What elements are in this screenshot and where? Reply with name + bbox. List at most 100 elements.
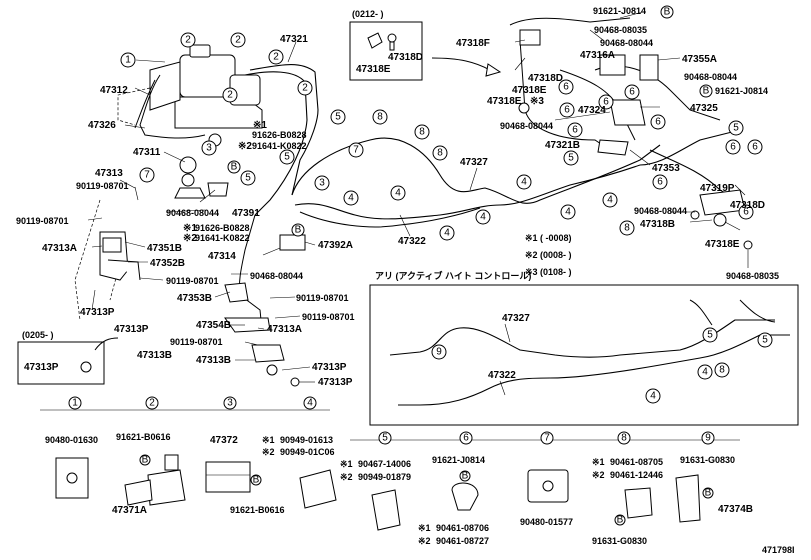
label-47318e: 47318E	[512, 85, 547, 96]
legend-6-part-c: 90461-08727	[436, 536, 489, 546]
lower-left-brackets	[99, 231, 306, 387]
pn-90468-08044-e: 90468-08044	[500, 121, 553, 131]
svg-text:6: 6	[743, 207, 749, 218]
svg-text:B: B	[253, 475, 260, 486]
note-row2-mark: ※2	[525, 250, 538, 260]
label-47318d: 47318D	[528, 73, 563, 84]
inset-date-0205: (0205- )	[22, 330, 54, 340]
svg-text:B: B	[142, 455, 149, 466]
legend-6-mark-2: ※2	[418, 536, 431, 546]
svg-text:6: 6	[603, 97, 609, 108]
pn-91621-j0814-a: 91621-J0814	[593, 6, 646, 16]
label-47352b: 47352B	[150, 258, 185, 269]
label-47353: 47353	[652, 163, 680, 174]
svg-text:8: 8	[437, 148, 443, 159]
label-47322: 47322	[398, 236, 426, 247]
label-47313b-b: 47313B	[196, 355, 231, 366]
svg-text:6: 6	[564, 105, 570, 116]
legend-9-part-a: 91631-G0830	[680, 455, 735, 465]
legend-6-part-a: 91621-J0814	[432, 455, 485, 465]
marker-1a: ※1	[253, 120, 267, 131]
legend-8-part-a: 90461-08705	[610, 457, 663, 467]
legend-6-part-b: 90461-08706	[436, 523, 489, 533]
svg-text:5: 5	[733, 123, 739, 134]
marker-2a: ※2	[238, 141, 252, 152]
label-47314: 47314	[208, 251, 236, 262]
label-47318f: 47318F	[456, 38, 490, 49]
label-47391: 47391	[232, 208, 260, 219]
label-47321b: 47321B	[545, 140, 580, 151]
svg-text:5: 5	[707, 330, 713, 341]
detail-label-47322: 47322	[488, 370, 516, 381]
main-labels: 47321 47312 47326 47311 ※1 91626-B0828 ※…	[16, 6, 779, 388]
top-inset-0212: (0212- ) 47318D 47318E	[349, 9, 502, 81]
legend-1-part-a: 90480-01630	[45, 435, 98, 445]
svg-text:5: 5	[284, 152, 290, 163]
legend-3-part-b: 91621-B0616	[230, 505, 285, 515]
leader-lines	[87, 11, 749, 383]
pn-90468-08035-b: 90468-08035	[726, 271, 779, 281]
svg-text:4: 4	[565, 207, 571, 218]
label-47318d-b: 47318D	[730, 200, 765, 211]
legend-item-7: 7 90480-01577	[520, 431, 573, 527]
pn-90468-08044-b: 90468-08044	[250, 271, 303, 281]
label-47313p-d: 47313P	[318, 377, 353, 388]
svg-text:8: 8	[621, 433, 627, 444]
legend-item-5: 5 ※1 90467-14006 ※2 90949-01879	[340, 431, 411, 531]
legend-8-mark-1: ※1	[592, 457, 605, 467]
svg-text:7: 7	[144, 170, 150, 181]
legend-5-part-b: 90949-01879	[358, 472, 411, 482]
legend-5-part-a: 90467-14006	[358, 459, 411, 469]
pn-91626-b0828-b: 91626-B0828	[195, 223, 250, 233]
inset-label-47313p: 47313P	[24, 362, 59, 373]
label-47313p-b: 47313P	[114, 324, 149, 335]
svg-text:8: 8	[624, 223, 630, 234]
svg-text:4: 4	[607, 195, 613, 206]
legend-5-mark-2: ※2	[340, 472, 353, 482]
legend-7-part: 90480-01577	[520, 517, 573, 527]
legend-8-mark-2: ※2	[592, 470, 605, 480]
legend-5-mark-1: ※1	[340, 459, 353, 469]
pn-90468-08044-c: 90468-08044	[600, 38, 653, 48]
pn-90119-08701-c: 90119-08701	[166, 276, 219, 286]
pn-91641-k0822-b: 91641-K0822	[195, 233, 250, 243]
pn-90119-08701-b: 90119-08701	[16, 216, 69, 226]
label-47392a: 47392A	[318, 240, 353, 251]
inset-label-47318d: 47318D	[388, 52, 423, 63]
label-47313b-a: 47313B	[137, 350, 172, 361]
svg-text:4: 4	[348, 193, 354, 204]
pn-91621-j0814-b: 91621-J0814	[715, 86, 768, 96]
note-row1-mark: ※1	[525, 233, 538, 243]
label-47324: 47324	[578, 105, 606, 116]
label-47319p: 47319P	[700, 183, 735, 194]
svg-text:B: B	[462, 471, 469, 482]
svg-text:6: 6	[629, 87, 635, 98]
svg-text:2: 2	[227, 90, 233, 101]
marker-3: ※3	[530, 96, 544, 107]
svg-text:8: 8	[377, 112, 383, 123]
detail-label-47327: 47327	[502, 313, 530, 324]
legend-4-mark-1: ※1	[262, 435, 275, 445]
callout-circles-main: 1 2 2 2 2 2 3 5 8 8 8 7 5 5 3 7 4 4 4 4 …	[120, 32, 763, 241]
svg-text:6: 6	[752, 142, 758, 153]
svg-text:3: 3	[227, 398, 233, 409]
detail-box-active-height: アリ (アクティブ ハイト コントロール) 9 5 5 4 8 4 47327 …	[369, 270, 799, 426]
svg-text:6: 6	[463, 433, 469, 444]
svg-text:B: B	[705, 488, 712, 499]
svg-text:7: 7	[353, 145, 359, 156]
svg-text:B: B	[617, 515, 624, 526]
svg-text:2: 2	[185, 35, 191, 46]
label-47318e-b: 47318E	[487, 96, 522, 107]
note-row3-text: (0108- )	[540, 267, 572, 277]
inset-date-0212: (0212- )	[352, 9, 384, 19]
legend-item-3: 3 47372 B 91621-B0616	[205, 396, 285, 515]
svg-text:9: 9	[436, 347, 442, 358]
svg-text:9: 9	[705, 433, 711, 444]
svg-text:7: 7	[544, 433, 550, 444]
svg-text:5: 5	[245, 173, 251, 184]
svg-text:4: 4	[395, 188, 401, 199]
svg-text:2: 2	[302, 83, 308, 94]
svg-text:6: 6	[572, 125, 578, 136]
pn-90119-08701-f: 90119-08701	[170, 337, 223, 347]
svg-text:2: 2	[149, 398, 155, 409]
